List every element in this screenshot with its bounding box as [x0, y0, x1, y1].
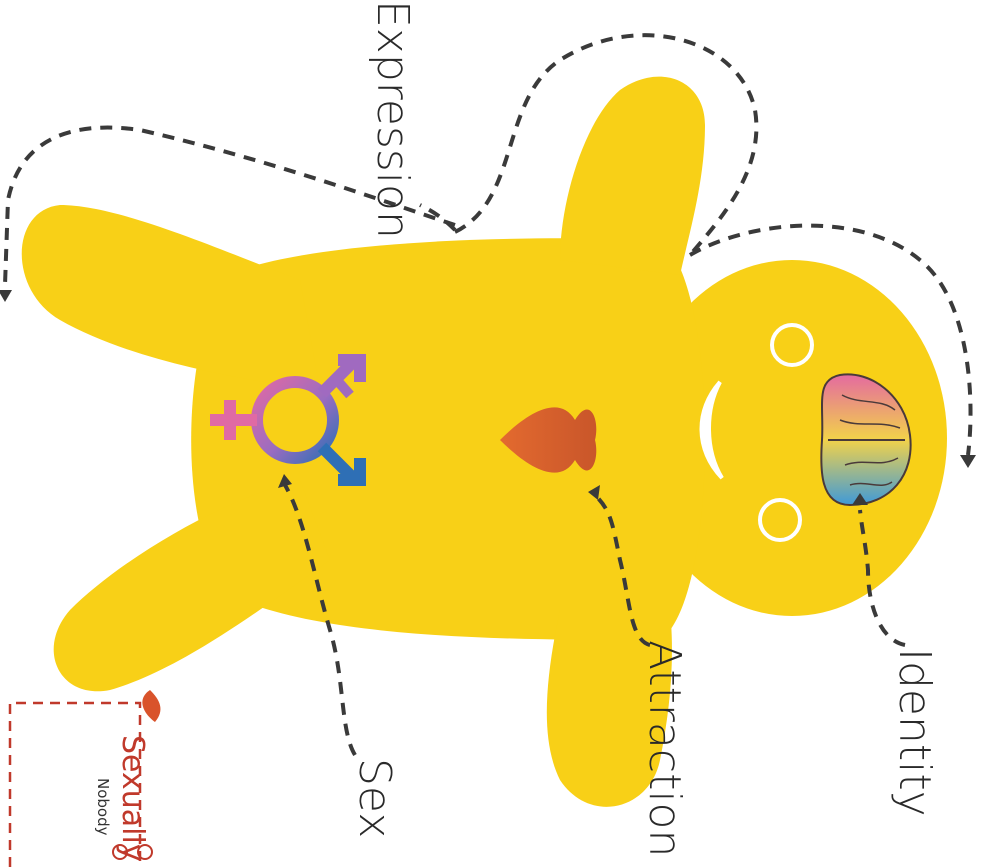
legend-heading: Sexually	[115, 735, 150, 862]
attraction-label: Attraction	[639, 640, 690, 857]
sex-label: Sex	[349, 758, 400, 838]
figure-body	[22, 77, 947, 807]
heart-icon	[142, 690, 160, 722]
expression-connector	[420, 205, 455, 230]
legend-option-label: Nobody	[94, 778, 112, 836]
expression-label: Expression	[367, 0, 418, 239]
identity-label: Identity	[889, 648, 940, 817]
